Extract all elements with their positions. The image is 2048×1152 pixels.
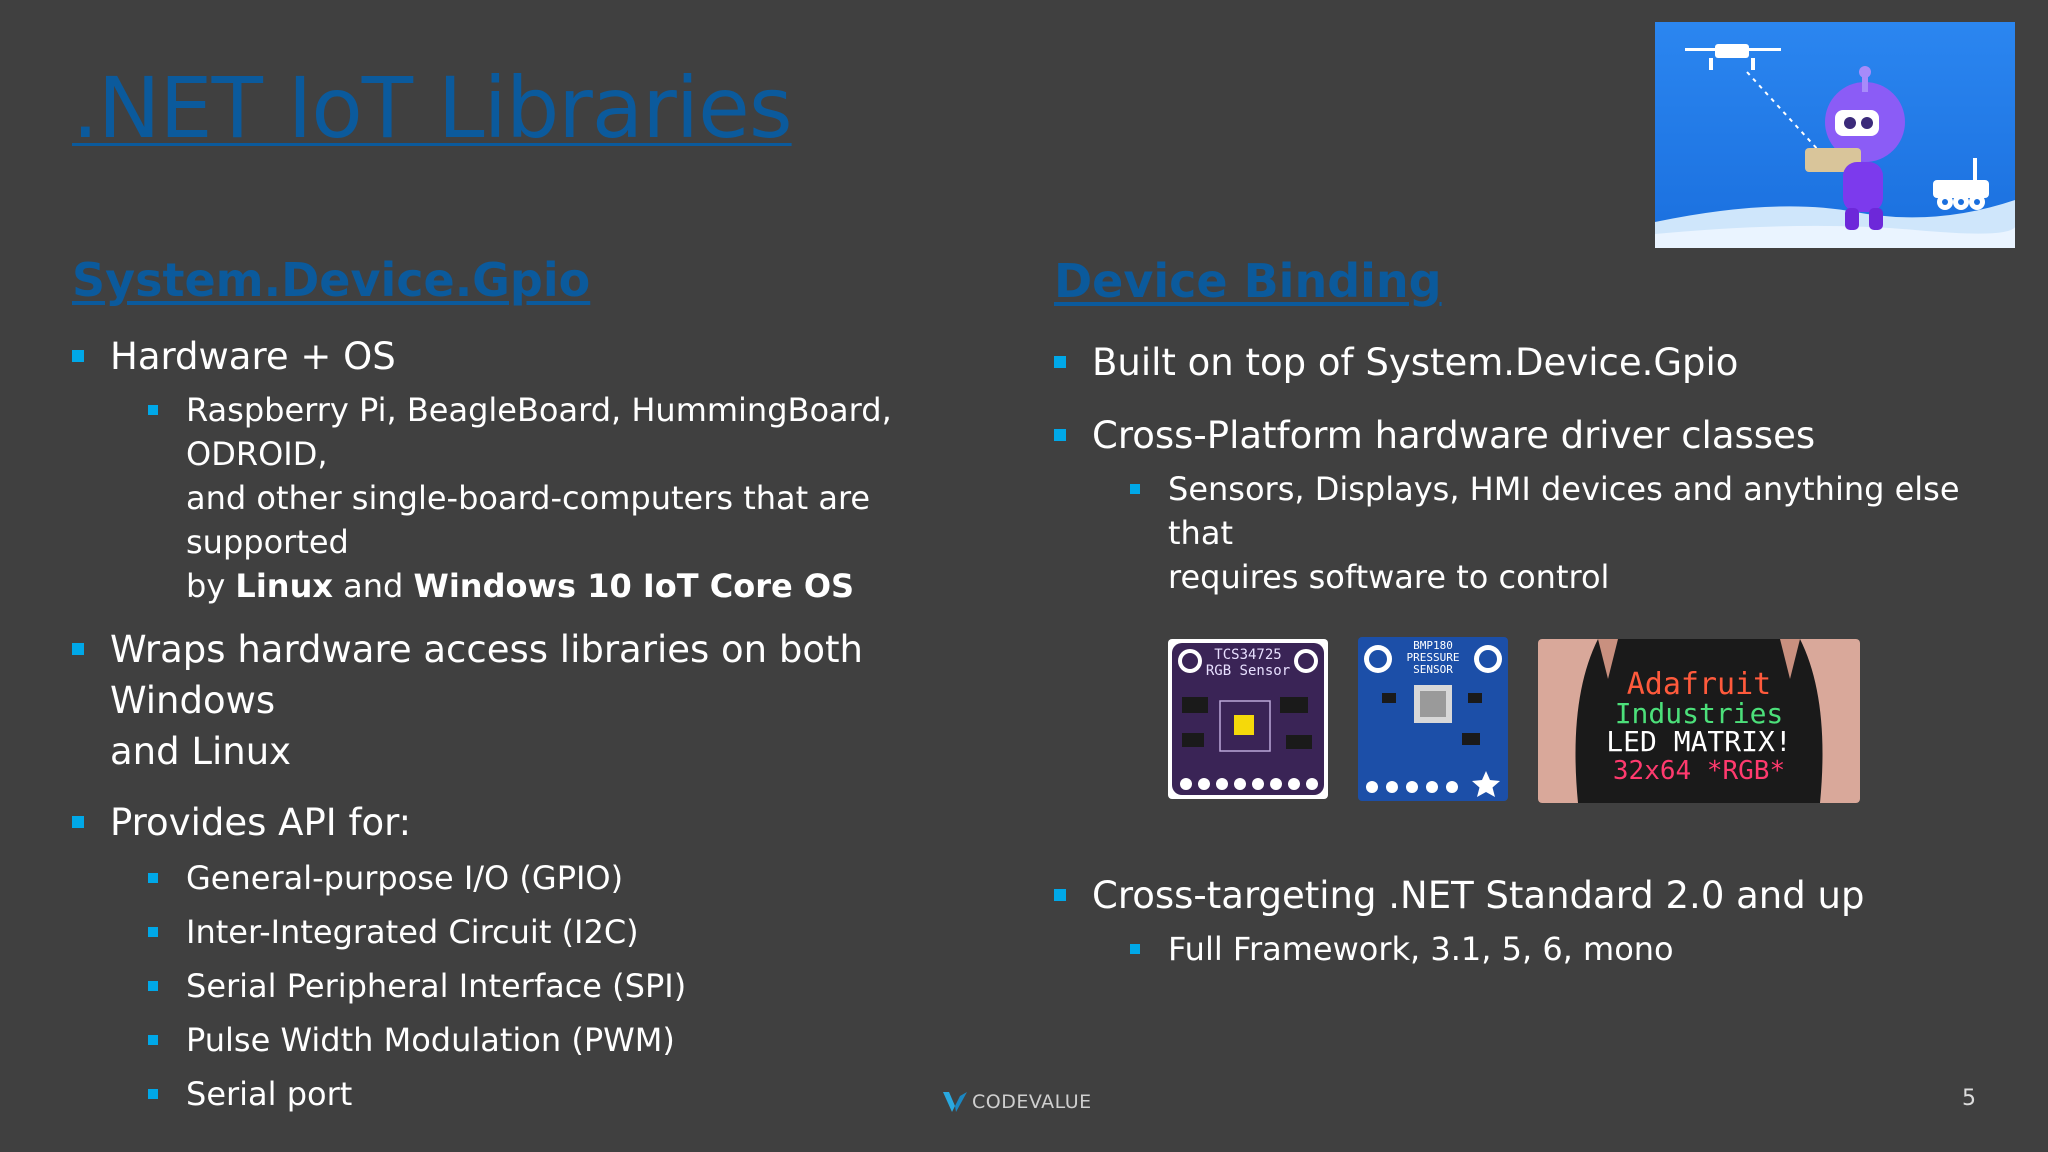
left-content: Hardware + OS Raspberry Pi, BeagleBoard,… [72,331,1032,1116]
tcs34725-sensor-image: TCS34725 RGB Sensor [1168,639,1328,799]
bmp-label-2: PRESSURE [1407,651,1460,664]
api-item: Pulse Width Modulation (PWM) [148,1018,1032,1062]
bmp-label-3: SENSOR [1413,663,1453,676]
bullet-marker [148,873,158,883]
dotnet-bot-drone-illustration [1655,22,2015,248]
api-item: Serial port [148,1072,1032,1116]
boards-line-1: Raspberry Pi, BeagleBoard, HummingBoard,… [186,391,892,473]
bullet-cross-targeting: Cross-targeting .NET Standard 2.0 and up [1054,870,2014,921]
bullet-marker [1130,944,1140,954]
bullet-marker [148,981,158,991]
bullet-marker [72,350,84,362]
bullet-marker [148,1035,158,1045]
boards-line-2: and other single-board-computers that ar… [186,479,871,561]
codevalue-brand-text: CODEVALUE [972,1091,1092,1113]
page-number: 5 [1962,1086,1976,1111]
bullet-hardware-os: Hardware + OS [72,331,1032,382]
bullet-marker [1054,356,1066,368]
bullet-built-on: Built on top of System.Device.Gpio [1054,337,2014,388]
bullet-cross-platform: Cross-Platform hardware driver classes [1054,410,2014,461]
bullet-marker [72,643,84,655]
api-item: Serial Peripheral Interface (SPI) [148,964,1032,1008]
bmp180-sensor-image: BMP180 PRESSURE SENSOR [1358,637,1508,801]
api-item: General-purpose I/O (GPIO) [148,856,1032,900]
bullet-marker [148,405,158,415]
api-item: Inter-Integrated Circuit (I2C) [148,910,1032,954]
codevalue-v-icon [943,1092,967,1112]
bullet-marker [1054,429,1066,441]
slide-title[interactable]: .NET IoT Libraries [72,59,793,157]
bullet-marker [72,816,84,828]
device-binding-heading-link[interactable]: Device Binding [1054,254,1442,308]
bullet-marker [148,927,158,937]
matrix-line-4: 32x64 *RGB* [1613,756,1785,786]
matrix-line-2: Industries [1615,697,1784,730]
gpio-heading-link[interactable]: System.Device.Gpio [72,253,591,307]
bullet-frameworks: Full Framework, 3.1, 5, 6, mono [1130,927,2014,971]
bullet-marker [148,1089,158,1099]
bullet-marker [1130,484,1140,494]
windows-bold: Windows 10 IoT Core OS [413,567,855,605]
matrix-line-1: Adafruit [1627,667,1772,702]
right-content: Built on top of System.Device.Gpio Cross… [1054,337,2014,599]
bullet-wraps: Wraps hardware access libraries on both … [72,624,1032,777]
right-lower-content: Cross-targeting .NET Standard 2.0 and up… [1054,870,2014,971]
bullet-marker [1054,889,1066,901]
bullet-sensors: Sensors, Displays, HMI devices and anyth… [1130,467,2014,599]
bullet-provides: Provides API for: [72,797,1032,848]
matrix-line-3: LED MATRIX! [1606,725,1791,758]
tcs-label-2: RGB Sensor [1206,663,1290,679]
codevalue-logo: CODEVALUE [942,1087,1092,1117]
tcs-label-1: TCS34725 [1214,647,1281,663]
linux-bold: Linux [235,567,333,605]
bmp-label-1: BMP180 [1413,639,1453,652]
bullet-boards: Raspberry Pi, BeagleBoard, HummingBoard,… [148,388,1032,608]
adafruit-led-matrix-image: Adafruit Industries LED MATRIX! 32x64 *R… [1538,639,1860,803]
